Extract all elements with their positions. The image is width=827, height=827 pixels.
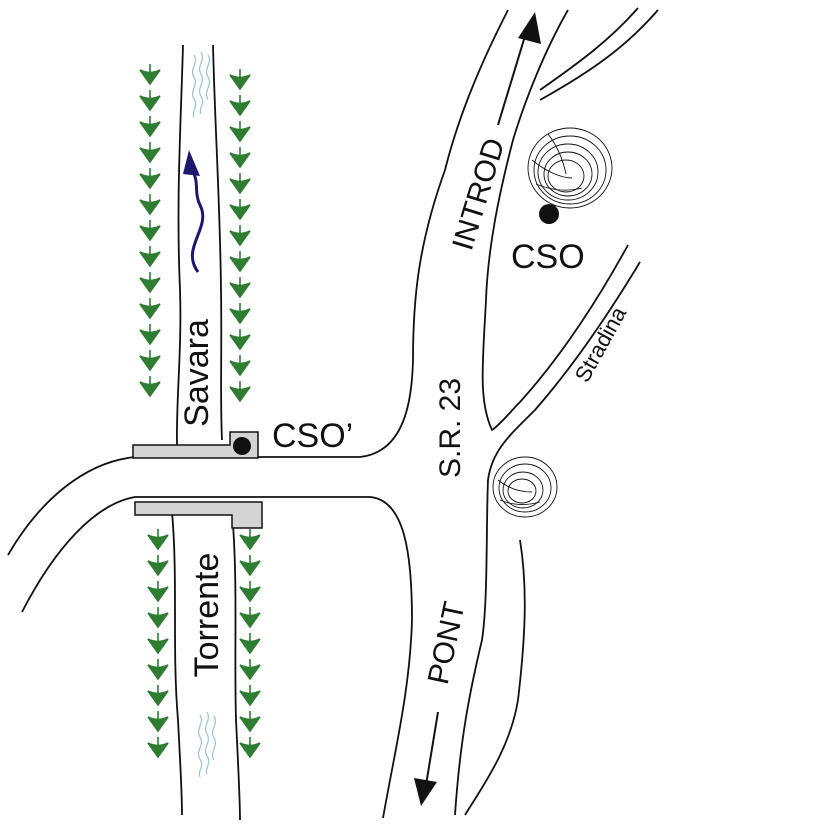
tree-symbol-icon [239,659,261,681]
bridge-parapet-south [134,501,263,529]
stream-bank-right-lower [231,511,241,821]
road-fork-top [539,7,639,91]
water-ripples [191,51,217,778]
tree-symbol-icon [239,555,261,577]
water-ripple [197,714,203,778]
bush-icon [492,456,558,518]
label-stradina: Stradina [570,302,632,386]
cso-point [539,204,559,224]
tree-symbol-icon [229,381,251,403]
label-cso: CSO [511,238,585,276]
arrow-up-icon [497,12,541,126]
tree-symbol-icon [229,329,251,351]
stream-bank-right-upper [212,44,223,441]
tree-symbol-icon [139,376,161,398]
tree-symbol-icon [229,251,251,273]
tree-symbol-icon [139,90,161,112]
tree-symbol-icon [229,147,251,169]
water-ripple [204,711,210,775]
water-ripple [191,54,197,118]
tree-symbol-icon [239,529,261,551]
bridge [132,431,263,529]
tree-symbol-icon [147,529,169,551]
road-introd-west-edge [481,9,629,432]
tree-symbol-icon [229,199,251,221]
tree-symbol-icon [239,607,261,629]
bush-icon [527,127,613,209]
tree-symbol-icon [147,581,169,603]
tree-symbol-icon [139,350,161,372]
tree-symbol-icon [147,633,169,655]
tree-symbol-icon [139,324,161,346]
tree-symbol-icon [139,194,161,216]
road-fork-top-2 [539,9,659,101]
road-west-bottom-edge [21,496,413,819]
tree-symbol-icon [147,685,169,707]
tree-symbol-icon [139,168,161,190]
tree-symbol-icon [239,711,261,733]
tree-symbol-icon [239,581,261,603]
tree-symbol-icon [147,737,169,759]
tree-symbol-icon [147,555,169,577]
label-sr23: S.R. 23 [434,378,467,478]
bridge-parapet-north [132,431,259,459]
tree-symbol-icon [229,303,251,325]
roads [7,7,659,819]
label-pont: PONT [422,599,472,687]
tree-symbol-icon [239,737,261,759]
tree-symbol-icon [147,607,169,629]
tree-symbol-icon [239,685,261,707]
tree-symbol-icon [147,659,169,681]
tree-symbol-icon [229,173,251,195]
road-west-top-edge [7,9,509,556]
tree-symbol-icon [229,69,251,91]
tree-symbol-icon [139,246,161,268]
label-introd: INTROD [446,134,511,254]
arrow-down-icon [414,711,439,806]
tree-symbol-icon [139,272,161,294]
tree-symbol-icon [229,225,251,247]
tree-symbol-icon [229,121,251,143]
stream-bank-left-lower [171,511,183,816]
tree-symbol-icon [139,142,161,164]
water-ripple [211,715,217,761]
tree-symbol-icon [139,116,161,138]
flow-direction-arrow-icon [183,150,205,273]
tree-symbol-icon [239,633,261,655]
label-savara: Savara [178,319,216,427]
label-cso-prime: CSO’ [272,417,353,455]
stream-bank-left-upper [175,44,184,446]
water-ripple [198,51,204,115]
stream-banks [171,44,241,821]
tree-symbol-icon [147,711,169,733]
tree-symbol-icon [139,220,161,242]
tree-symbol-icon [229,95,251,117]
water-ripple [205,54,211,100]
bank-tree-symbols [139,64,261,759]
tree-symbol-icon [139,298,161,320]
tree-symbol-icon [139,64,161,86]
cso-prime-point [233,437,251,455]
label-torrente: Torrente [188,553,226,678]
tree-symbol-icon [229,355,251,377]
tree-symbol-icon [229,277,251,299]
road-sr23-east-edge [454,261,641,816]
road-branch-lower [464,539,526,816]
